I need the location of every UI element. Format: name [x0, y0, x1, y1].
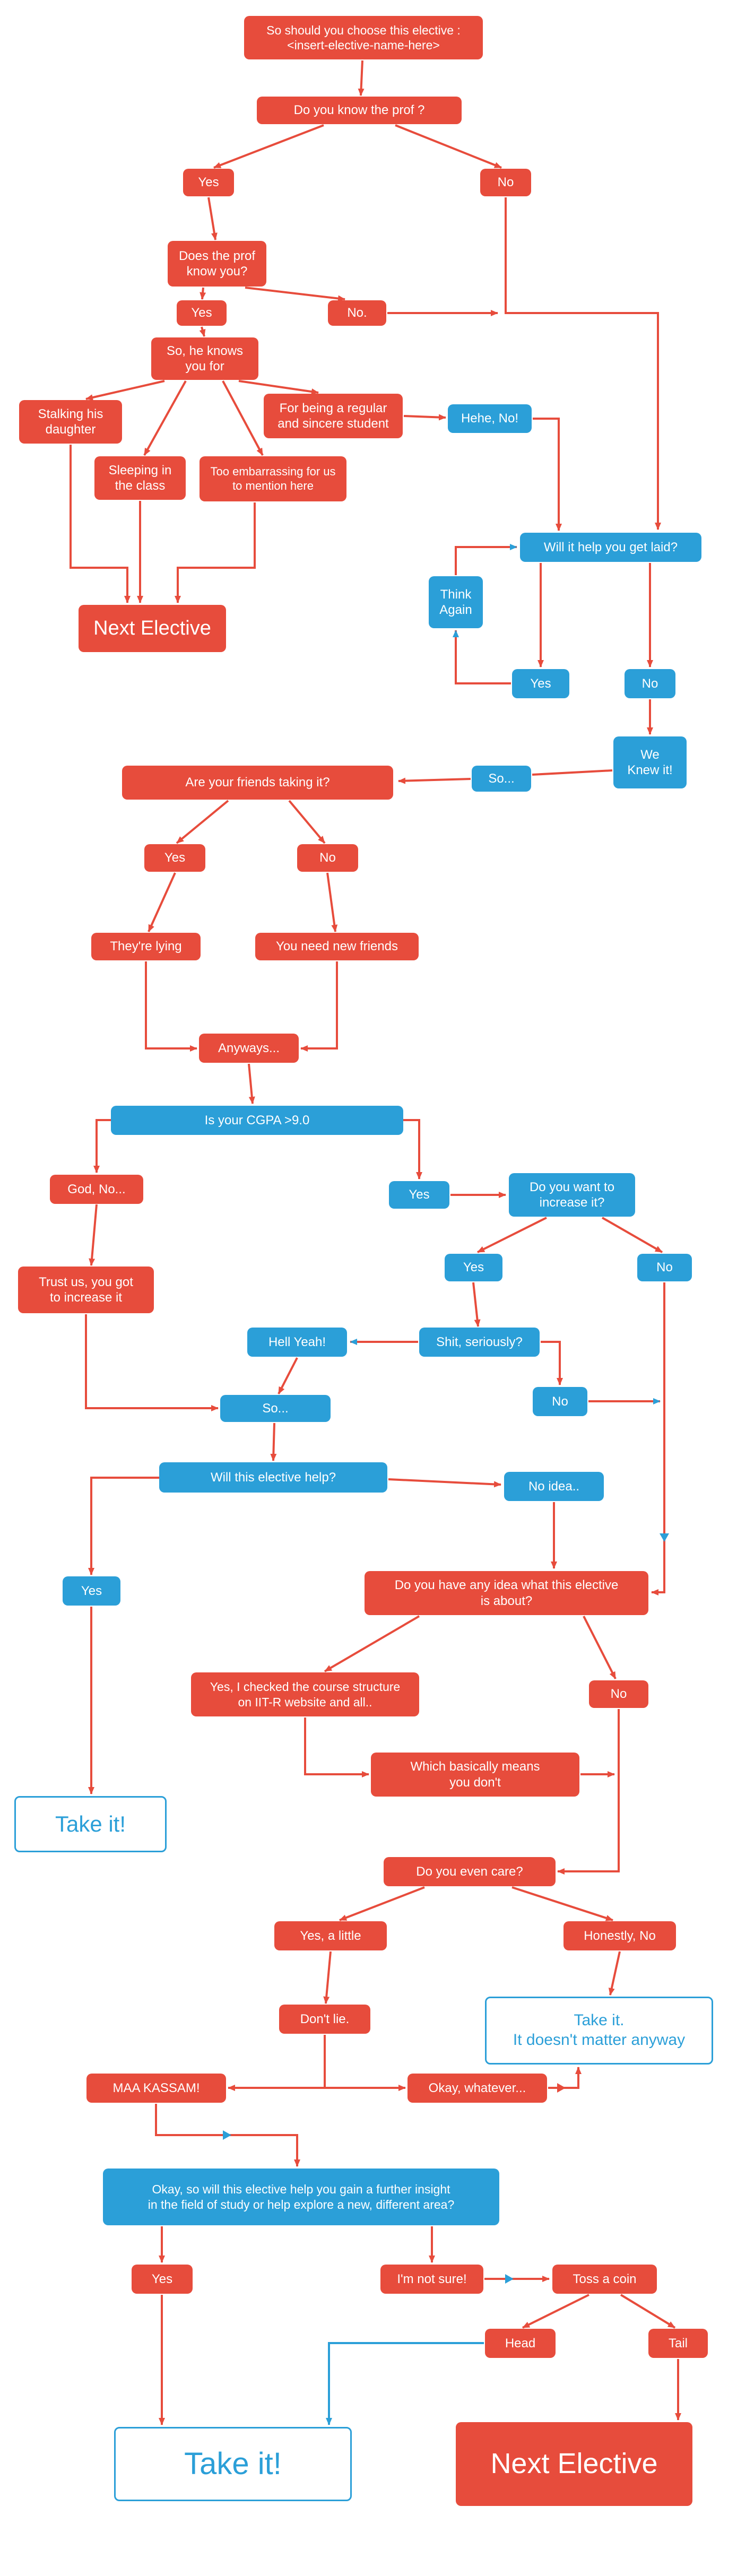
node-shit-seriously: Shit, seriously?: [419, 1328, 540, 1357]
node-increase-yes: Yes: [445, 1254, 502, 1281]
node-elective-help: Will this elective help?: [159, 1462, 387, 1493]
node-theyre-lying: They're lying: [91, 933, 201, 960]
node-sleeping: Sleeping in the class: [94, 456, 186, 500]
node-no-idea: No idea..: [504, 1472, 604, 1501]
node-regular-student: For being a regular and sincere student: [264, 394, 403, 438]
node-friends-no: No: [297, 844, 358, 872]
node-want-increase: Do you want to increase it?: [509, 1173, 635, 1217]
node-not-sure: I'm not sure!: [380, 2265, 483, 2294]
node-head: Head: [485, 2329, 556, 2358]
node-toss-coin: Toss a coin: [552, 2265, 657, 2294]
node-tail: Tail: [648, 2329, 708, 2358]
node-new-friends: You need new friends: [255, 933, 419, 960]
node-friends-yes: Yes: [144, 844, 205, 872]
node-get-laid-no: No: [625, 669, 675, 698]
node-care-little: Yes, a little: [274, 1921, 387, 1950]
node-checked-structure: Yes, I checked the course structure on I…: [191, 1672, 419, 1716]
node-get-laid: Will it help you get laid?: [520, 533, 701, 562]
node-okay-whatever: Okay, whatever...: [407, 2074, 547, 2103]
node-know-prof-no: No: [480, 169, 531, 196]
mid-route-arrowheads: [223, 1533, 669, 2284]
node-trust-us: Trust us, you got to increase it: [18, 1267, 154, 1313]
node-any-idea: Do you have any idea what this elective …: [365, 1571, 648, 1615]
node-knows-you-for: So, he knows you for: [151, 337, 258, 380]
node-insight-question: Okay, so will this elective help you gai…: [103, 2169, 499, 2225]
node-dont-lie: Don't lie.: [279, 2005, 370, 2034]
node-prof-know-you-no: No.: [328, 300, 386, 326]
node-title: So should you choose this elective : <in…: [244, 16, 483, 59]
node-cgpa-yes: Yes: [389, 1181, 449, 1209]
node-take-it-final: Take it!: [114, 2427, 352, 2501]
node-insight-yes: Yes: [132, 2265, 193, 2294]
node-prof-know-you: Does the prof know you?: [168, 241, 266, 287]
node-even-care: Do you even care?: [384, 1857, 556, 1886]
node-take-it-2: Take it. It doesn't matter anyway: [485, 1997, 713, 2065]
node-any-idea-no: No: [589, 1680, 648, 1708]
node-god-no: God, No...: [50, 1175, 143, 1204]
node-so-label: So...: [472, 766, 531, 792]
node-know-prof: Do you know the prof ?: [257, 97, 462, 124]
node-too-embarrassing: Too embarrassing for us to mention here: [200, 456, 346, 501]
node-think-again: Think Again: [429, 576, 483, 628]
node-stalking: Stalking his daughter: [19, 400, 122, 444]
node-increase-no: No: [637, 1254, 692, 1281]
node-friends-taking: Are your friends taking it?: [122, 766, 393, 800]
node-prof-know-you-yes: Yes: [177, 300, 227, 326]
node-means-dont: Which basically means you don't: [371, 1753, 579, 1797]
node-get-laid-yes: Yes: [512, 669, 569, 698]
node-seriously-no: No: [533, 1387, 587, 1416]
node-next-elective-mid: Next Elective: [79, 605, 226, 652]
node-hehe-no: Hehe, No!: [448, 404, 532, 433]
node-maa-kassam: MAA KASSAM!: [86, 2074, 226, 2103]
node-help-yes: Yes: [63, 1576, 120, 1606]
node-so2: So...: [220, 1395, 331, 1422]
node-hell-yeah: Hell Yeah!: [247, 1328, 347, 1357]
node-cgpa: Is your CGPA >9.0: [111, 1106, 403, 1135]
node-know-prof-yes: Yes: [183, 169, 234, 196]
node-we-knew-it: We Knew it!: [613, 736, 687, 788]
node-next-elective-final: Next Elective: [456, 2422, 692, 2506]
flow-edges: [70, 60, 681, 2425]
node-anyways: Anyways...: [199, 1034, 299, 1063]
node-care-no: Honestly, No: [563, 1921, 676, 1950]
node-take-it-1: Take it!: [14, 1796, 167, 1852]
